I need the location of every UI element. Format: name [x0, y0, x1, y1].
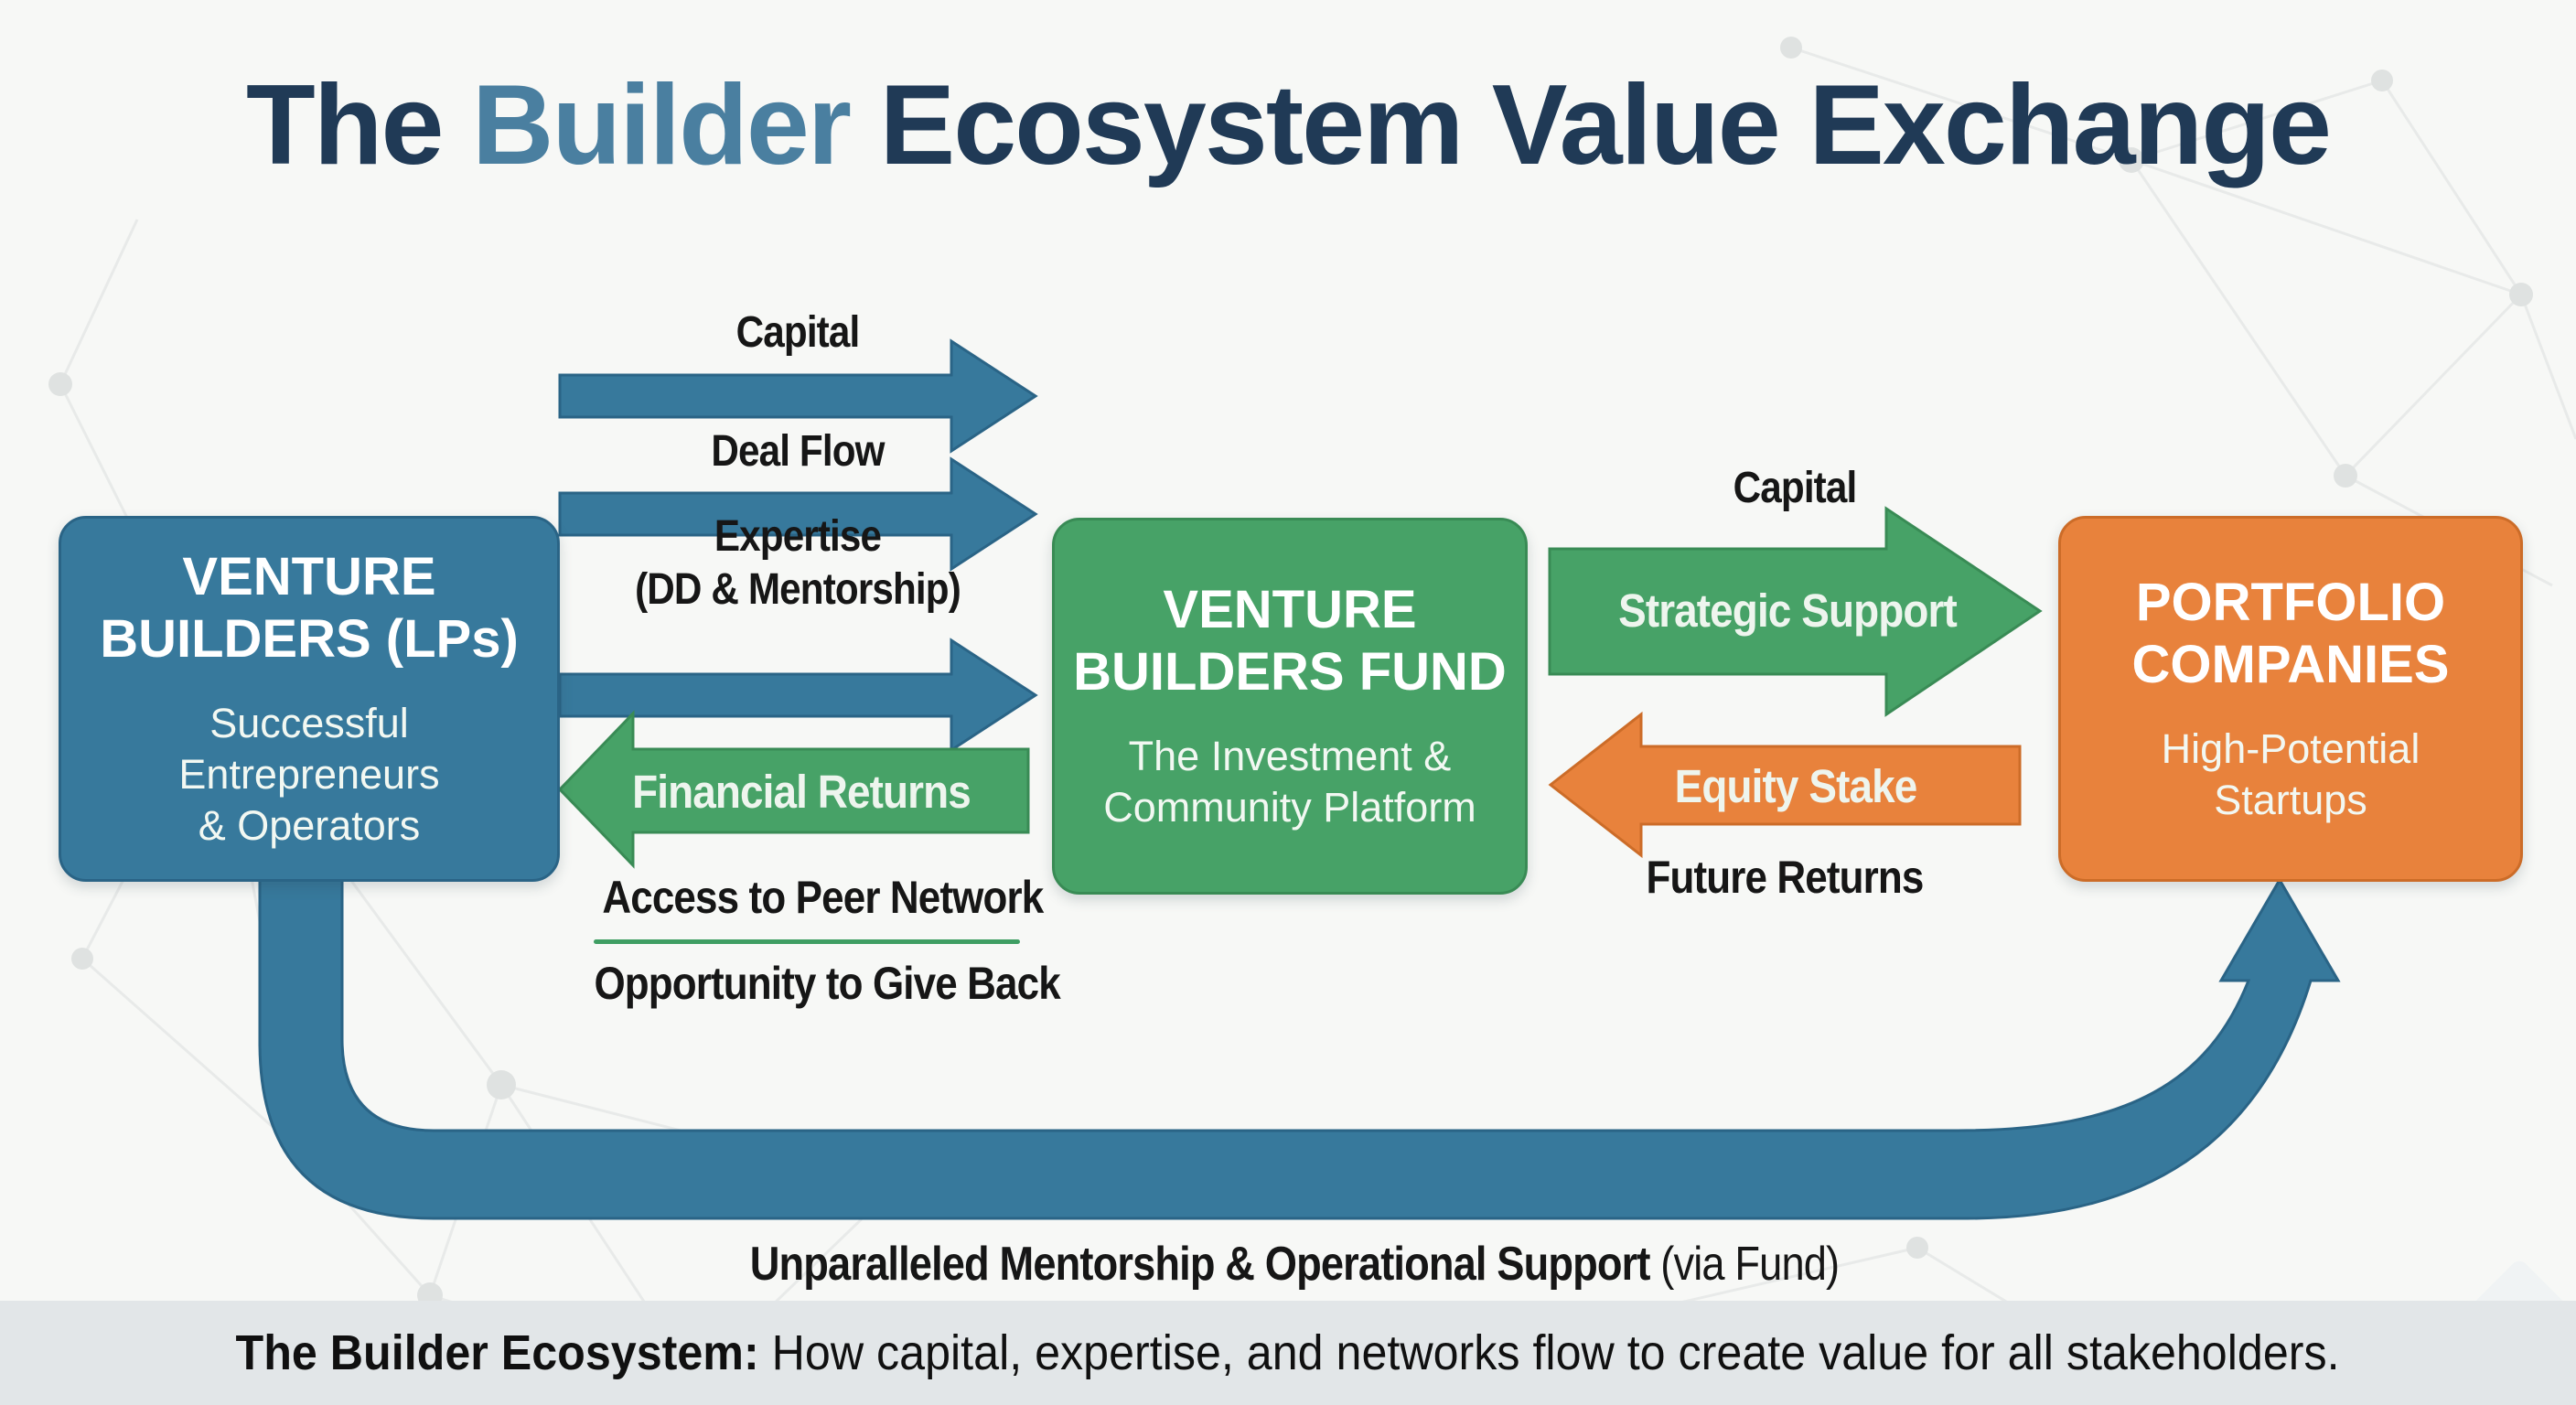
portfolio-box-subtitle: High-Potential Startups: [2061, 724, 2520, 826]
give-back-label: Opportunity to Give Back: [594, 958, 1060, 1009]
financial-returns-arrow: [557, 710, 1030, 869]
fund-box-subtitle: The Investment & Community Platform: [1055, 731, 1525, 833]
equity-stake-label: Equity Stake: [1674, 760, 1918, 812]
mentorship-support-label: Unparalleled Mentorship & Operational Su…: [652, 1237, 1937, 1292]
mentorship-label-bold: Unparalleled Mentorship & Operational Su…: [749, 1238, 1651, 1291]
lps-box-title: VENTURE BUILDERS (LPs): [61, 546, 557, 670]
fund-subtitle-line1: The Investment &: [1128, 733, 1452, 779]
venture-builders-lps-box: VENTURE BUILDERS (LPs) Successful Entrep…: [59, 516, 560, 882]
financial-returns-label: Financial Returns: [632, 766, 971, 818]
portfolio-title-line2: COMPANIES: [2131, 635, 2450, 694]
portfolio-title-line1: PORTFOLIO: [2135, 573, 2446, 632]
expertise-label-line2: (DD & Mentorship): [635, 565, 961, 614]
strategic-support-label: Strategic Support: [1618, 585, 1958, 637]
deal-flow-label: Deal Flow: [711, 427, 885, 476]
fund-title-line2: BUILDERS FUND: [1073, 642, 1507, 702]
portfolio-companies-box: PORTFOLIO COMPANIES High-Potential Start…: [2058, 516, 2523, 882]
capital-flow-label: Capital: [735, 308, 861, 357]
expertise-flow-label: Expertise (DD & Mentorship): [588, 510, 1007, 617]
footer-text-bold: The Builder Ecosystem:: [235, 1325, 760, 1380]
title-brand: Builder: [471, 62, 852, 188]
equity-stake-arrow: [1548, 711, 2022, 859]
lps-subtitle-line2: Entrepreneurs: [178, 751, 440, 798]
lps-subtitle-line1: Successful: [209, 700, 409, 746]
capital-to-portfolio-label: Capital: [1733, 464, 1858, 512]
capital-arrow: [558, 338, 1038, 454]
expertise-label-line1: Expertise: [714, 512, 882, 561]
portfolio-subtitle-line1: High-Potential: [2161, 725, 2420, 772]
fund-subtitle-line2: Community Platform: [1103, 784, 1476, 831]
future-returns-label: Future Returns: [1646, 852, 1924, 903]
portfolio-subtitle-line2: Startups: [2214, 777, 2367, 823]
footer-bar: The Builder Ecosystem: How capital, expe…: [0, 1301, 2576, 1405]
mentorship-label-regular: (via Fund): [1649, 1238, 1840, 1291]
peer-network-label: Access to Peer Network: [602, 872, 1044, 923]
venture-builders-fund-box: VENTURE BUILDERS FUND The Investment & C…: [1052, 518, 1528, 895]
lps-box-subtitle: Successful Entrepreneurs & Operators: [61, 698, 557, 852]
footer-text-regular: How capital, expertise, and networks flo…: [759, 1325, 2340, 1380]
lps-subtitle-line3: & Operators: [198, 802, 421, 849]
page-title: The Builder Ecosystem Value Exchange: [0, 60, 2576, 190]
lps-title-line2: BUILDERS (LPs): [100, 609, 519, 669]
lps-title-line1: VENTURE: [182, 547, 436, 606]
title-post: Ecosystem Value Exchange: [850, 62, 2333, 188]
peer-network-divider: [594, 939, 1020, 944]
mentorship-flow-arrow: [258, 872, 2341, 1220]
fund-box-title: VENTURE BUILDERS FUND: [1055, 579, 1525, 703]
footer-text: The Builder Ecosystem: How capital, expe…: [236, 1325, 2340, 1381]
expertise-arrow: [558, 638, 1038, 753]
deal-flow-arrow: [558, 456, 1038, 572]
fund-title-line1: VENTURE: [1163, 580, 1417, 639]
portfolio-box-title: PORTFOLIO COMPANIES: [2061, 572, 2520, 696]
title-pre: The: [245, 62, 472, 188]
strategic-support-arrow: [1548, 506, 2043, 717]
